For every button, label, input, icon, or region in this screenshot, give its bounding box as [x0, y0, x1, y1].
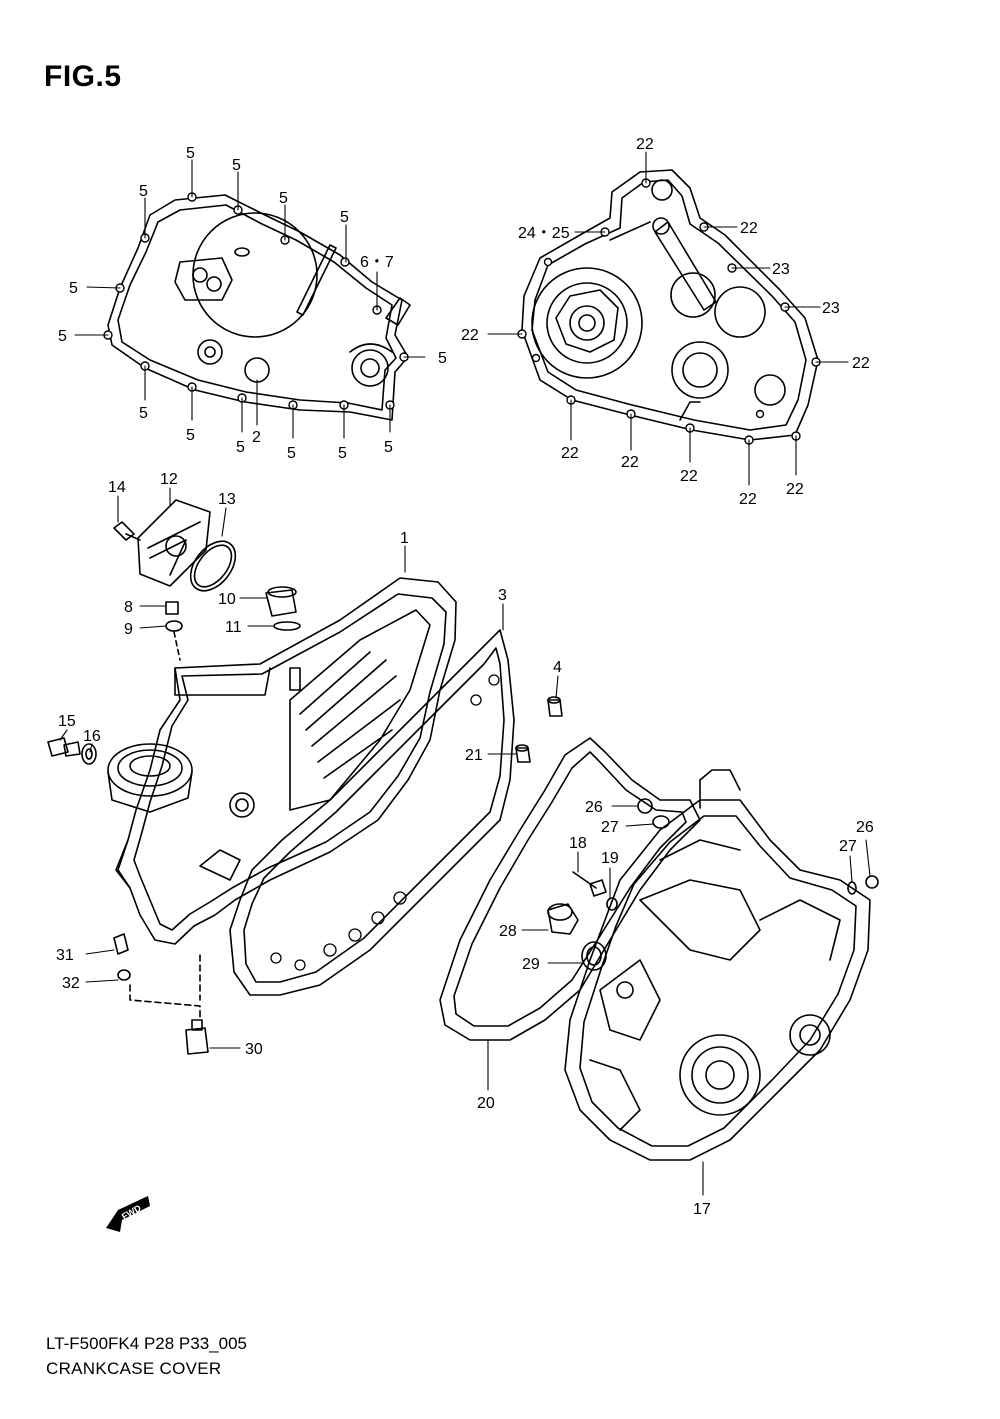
callout-19: 19	[601, 850, 619, 867]
figure-title: FIG.5	[44, 60, 122, 93]
callout-23: 23	[772, 261, 790, 278]
callout-17: 17	[693, 1201, 711, 1218]
callout-5: 5	[58, 328, 67, 345]
callout-5: 5	[338, 445, 347, 462]
clutch-cover-gasket-drawing	[107, 194, 411, 421]
callout-22: 22	[680, 468, 698, 485]
callout-22: 22	[461, 327, 479, 344]
callout-5: 5	[236, 439, 245, 456]
callout-5: 5	[438, 350, 447, 367]
callout-12: 12	[160, 471, 178, 488]
callout-13: 13	[218, 491, 236, 508]
callout-5: 5	[139, 183, 148, 200]
callout-9: 9	[124, 621, 133, 638]
fwd-arrow-icon: FWD	[106, 1196, 150, 1232]
callout-15: 15	[58, 713, 76, 730]
callout-28: 28	[499, 923, 517, 940]
callout-26: 26	[585, 799, 603, 816]
callout-27: 27	[839, 838, 857, 855]
callout-22: 22	[621, 454, 639, 471]
callout-27: 27	[601, 819, 619, 836]
callout-29: 29	[522, 956, 540, 973]
gasket-20-drawing	[439, 737, 701, 1041]
dowel-4	[547, 699, 563, 717]
callout-23: 23	[822, 300, 840, 317]
model-code: LT-F500FK4 P28 P33_005	[46, 1334, 247, 1353]
callout-31: 31	[56, 947, 74, 964]
callout-2: 2	[252, 429, 261, 446]
callout-20: 20	[477, 1095, 495, 1112]
callout-10: 10	[218, 591, 236, 608]
callout-22: 22	[561, 445, 579, 462]
callout-3: 3	[498, 587, 507, 604]
diagram-caption: CRANKCASE COVER	[46, 1359, 222, 1378]
callout-22: 22	[852, 355, 870, 372]
callout-22: 22	[636, 136, 654, 153]
callout-5: 5	[186, 427, 195, 444]
leader-lines	[59, 151, 871, 1196]
filter-cap-group	[113, 499, 237, 592]
callout-30: 30	[245, 1041, 263, 1058]
magneto-cover-gasket-drawing	[521, 169, 819, 441]
callout-22: 22	[740, 220, 758, 237]
callout-11: 11	[225, 619, 242, 636]
dowel-21	[515, 747, 531, 763]
callout-5: 5	[279, 190, 288, 207]
callout-5: 5	[139, 405, 148, 422]
callout-4: 4	[553, 659, 562, 676]
callout-5: 5	[232, 157, 241, 174]
callout-32: 32	[62, 975, 80, 992]
callout-5: 5	[186, 145, 195, 162]
callout-16: 16	[83, 728, 101, 745]
callout-5: 5	[287, 445, 296, 462]
oil-filter-cap-16	[107, 743, 193, 813]
callout-8: 8	[124, 599, 133, 616]
crankcase-cover-1-drawing	[115, 577, 457, 945]
callout-labels: 5 5 5 5 5 6・7 5 5 5 5 5 5 2 5 5 5 22 24・…	[56, 136, 874, 1218]
callout-21: 21	[465, 747, 483, 764]
callout-18: 18	[569, 835, 587, 852]
callout-5: 5	[69, 280, 78, 297]
callout-24-25: 24・25	[518, 225, 570, 242]
callout-6-7: 6・7	[360, 254, 394, 271]
gasket-3-drawing	[229, 629, 515, 996]
callout-26: 26	[856, 819, 874, 836]
callout-22: 22	[739, 491, 757, 508]
drain-plug-15-16	[47, 737, 97, 765]
crankcase-cover-17-drawing	[564, 769, 871, 1161]
callout-14: 14	[108, 479, 126, 496]
callout-5: 5	[340, 209, 349, 226]
callout-5: 5	[384, 439, 393, 456]
callout-1: 1	[400, 530, 409, 547]
callout-22: 22	[786, 481, 804, 498]
sensor-hardware-left	[113, 933, 209, 1055]
